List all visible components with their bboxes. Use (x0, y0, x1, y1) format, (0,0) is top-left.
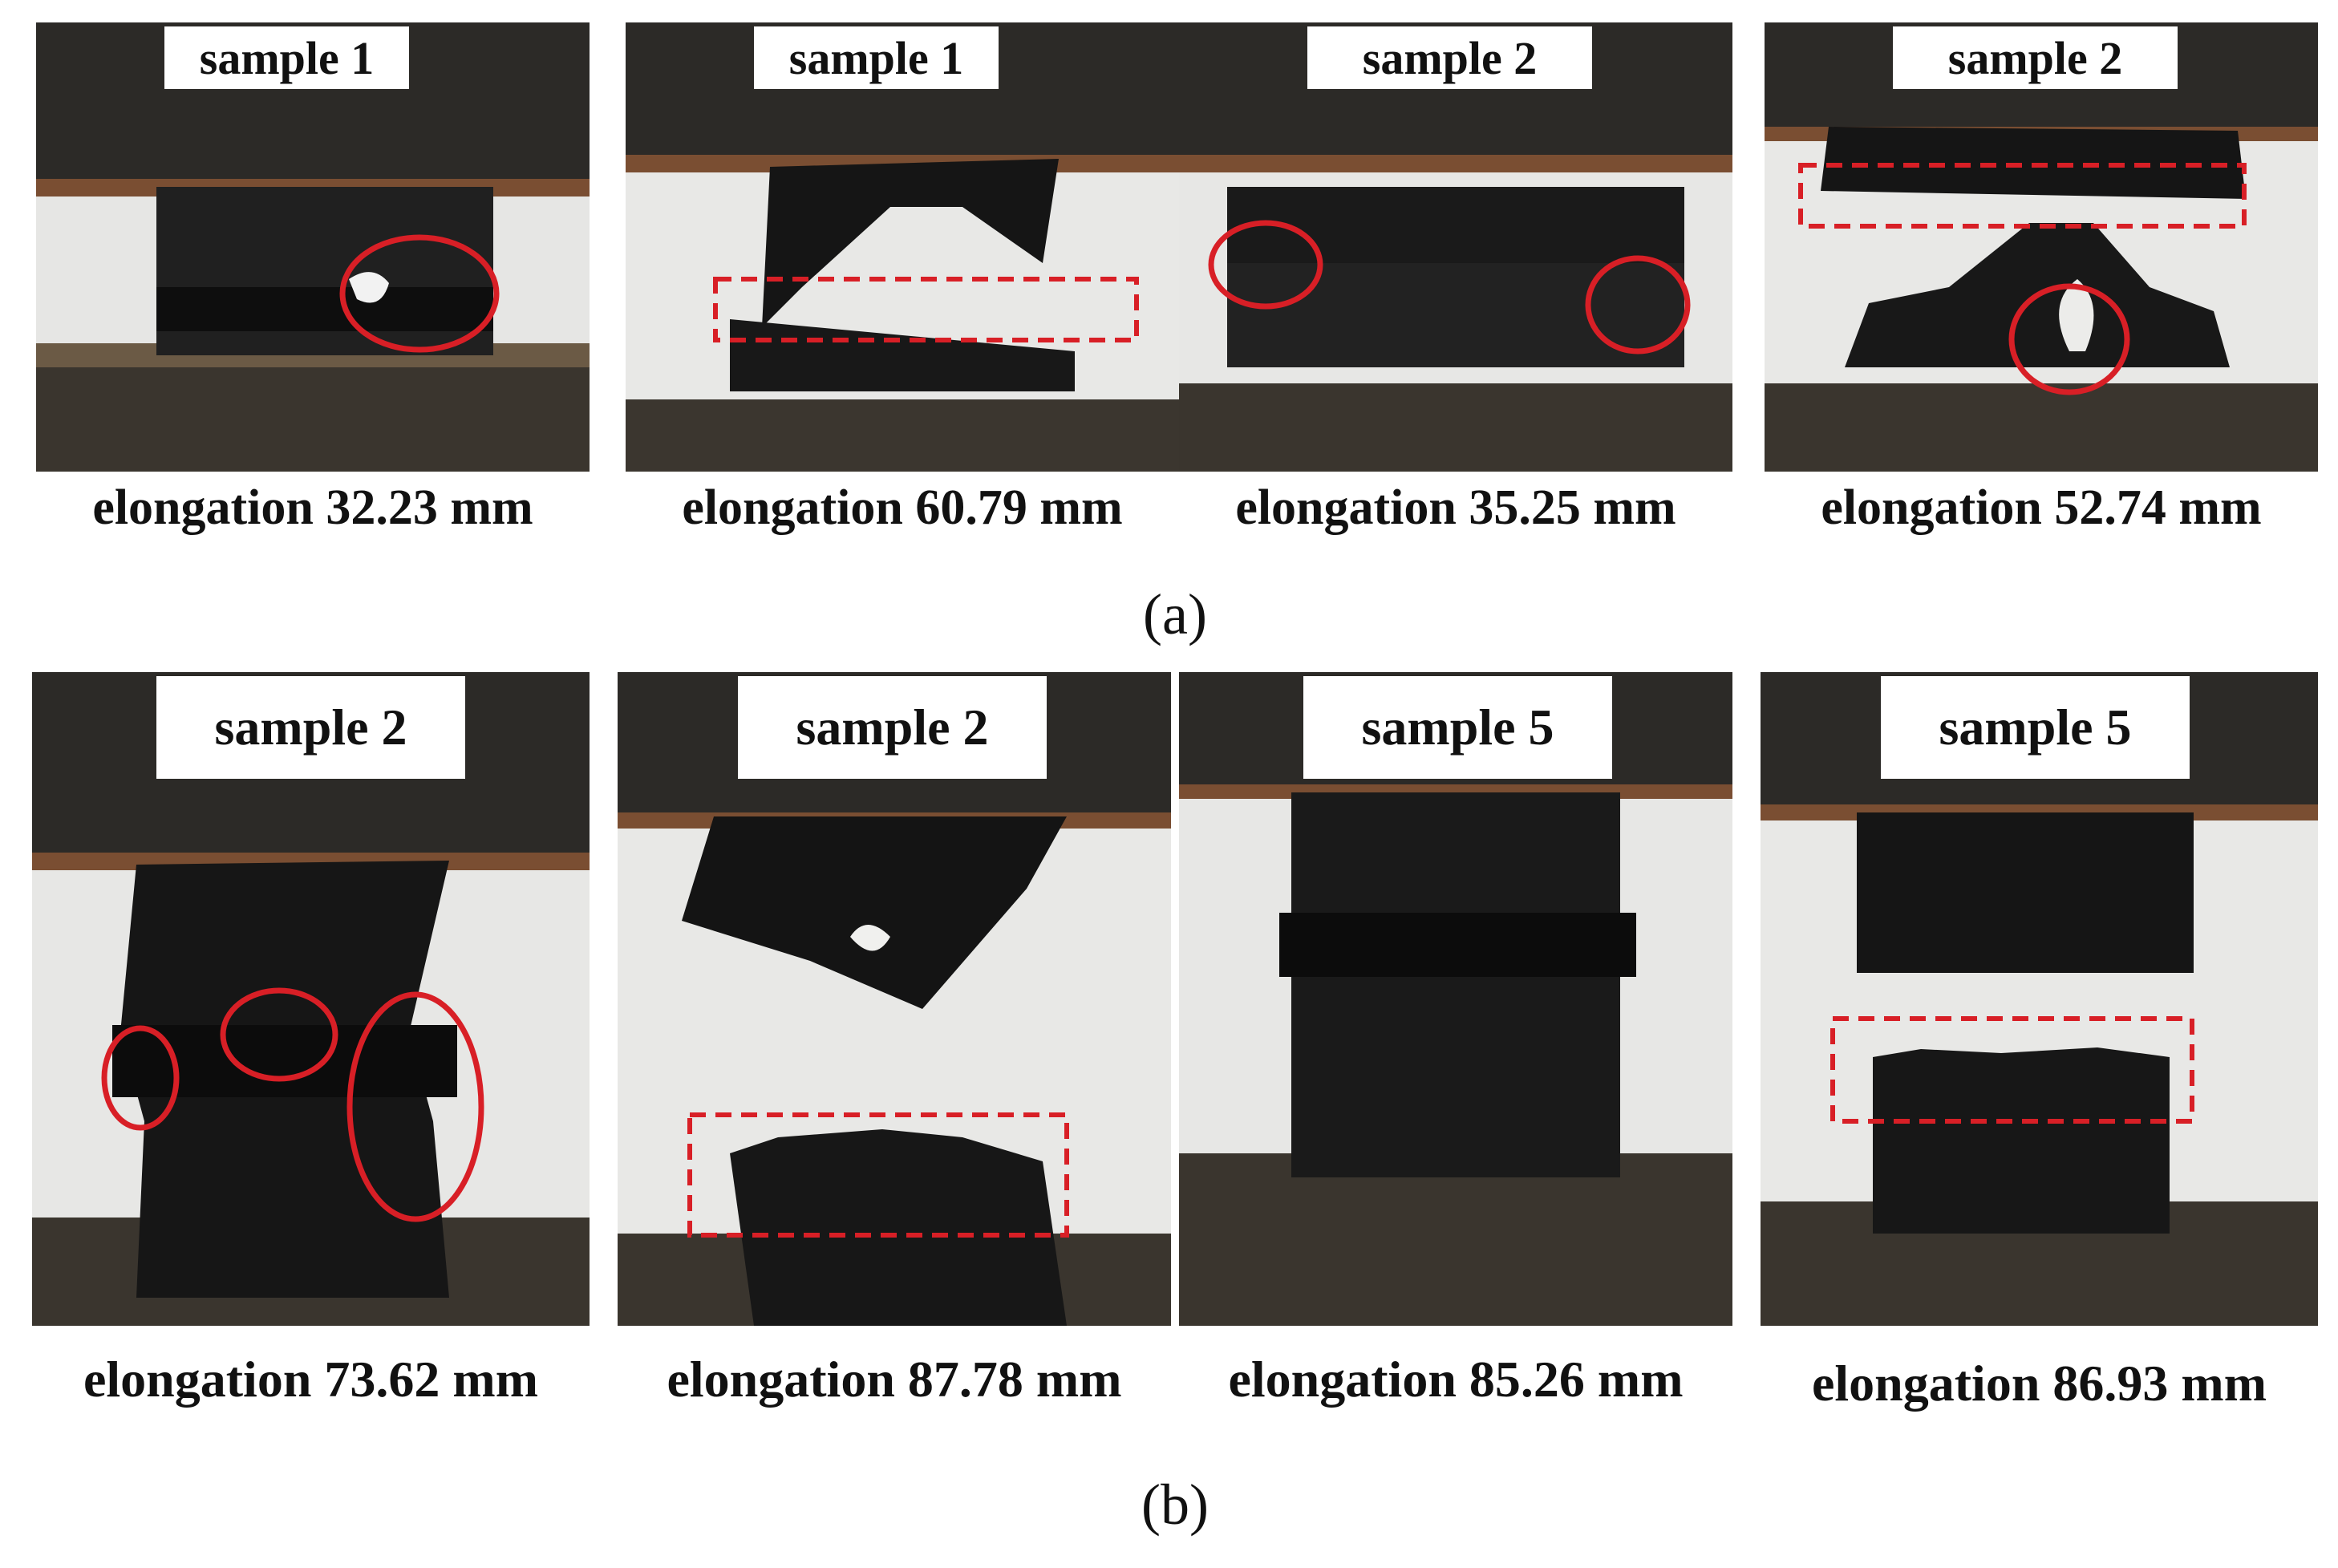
elongation-caption: elongation 73.62 mm (83, 1351, 539, 1408)
annotation-marks (1798, 163, 2247, 395)
annotation-circle (339, 234, 500, 353)
sample-label: sample 2 (1893, 26, 2178, 89)
annotation-circles (101, 987, 484, 1222)
sample-label: sample 5 (1303, 676, 1612, 779)
photo-a3-sample-2: sample 2 (1179, 22, 1732, 472)
elongation-caption: elongation 32.23 mm (92, 480, 533, 535)
photo-a4-sample-2: sample 2 (1765, 22, 2318, 472)
sample-label: sample 1 (754, 26, 999, 89)
sample-label: sample 1 (164, 26, 409, 89)
elongation-caption: elongation 60.79 mm (682, 480, 1123, 535)
figure-label-a: (a) (1143, 582, 1207, 646)
sample-label: sample 5 (1881, 676, 2190, 779)
annotation-dashed-box (1830, 1016, 2194, 1124)
annotation-dashed-box (713, 277, 1139, 342)
elongation-caption: elongation 86.93 mm (1811, 1355, 2267, 1412)
elongation-caption: elongation 35.25 mm (1235, 480, 1676, 535)
photo-b4-sample-5: sample 5 (1761, 672, 2318, 1326)
annotation-circles (1208, 220, 1691, 355)
photo-a2-sample-1: sample 1 (626, 22, 1179, 472)
elongation-caption: elongation 52.74 mm (1821, 480, 2262, 535)
elongation-caption: elongation 87.78 mm (667, 1351, 1122, 1408)
figure-label-b: (b) (1141, 1473, 1209, 1537)
elongation-caption: elongation 85.26 mm (1228, 1351, 1684, 1408)
sample-label: sample 2 (156, 676, 465, 779)
annotation-dashed-box (687, 1112, 1069, 1238)
sample-label: sample 2 (1307, 26, 1592, 89)
photo-b1-sample-2: sample 2 (32, 672, 590, 1326)
photo-b2-sample-2: sample 2 (618, 672, 1171, 1326)
photo-b3-sample-5: sample 5 (1179, 672, 1732, 1326)
photo-a1-sample-1: sample 1 (36, 22, 590, 472)
sample-label: sample 2 (738, 676, 1047, 779)
